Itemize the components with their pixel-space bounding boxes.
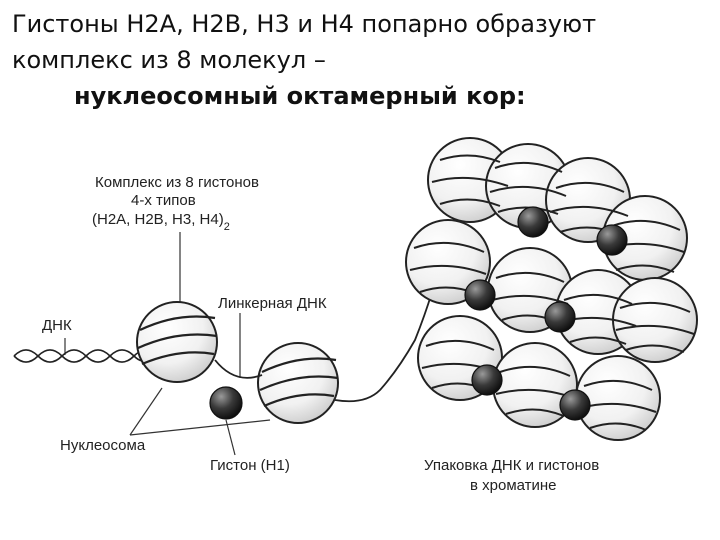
histone-octamer bbox=[257, 342, 339, 424]
leader-nucleosome-1 bbox=[129, 387, 163, 436]
leader-lines bbox=[64, 232, 271, 456]
linker-dna bbox=[214, 291, 433, 403]
leader-histone bbox=[225, 419, 236, 456]
chromatin-h1 bbox=[471, 364, 503, 396]
label-packing-line-1: Упаковка ДНК и гистонов bbox=[424, 457, 599, 474]
chromatin-h1 bbox=[464, 279, 496, 311]
nucleosome-left bbox=[136, 301, 218, 383]
label-complex-line-2: 4-х типов bbox=[131, 192, 196, 209]
dna-wrap bbox=[137, 333, 218, 350]
chromatin-h1 bbox=[517, 206, 549, 238]
leader-nucleosome-2 bbox=[129, 419, 271, 436]
label-nucleosome: Нуклеосома bbox=[60, 437, 146, 454]
chromatin-nucleosome bbox=[612, 277, 698, 363]
nucleosome-middle bbox=[257, 342, 339, 424]
chromatin-nucleosomes bbox=[405, 137, 698, 441]
label-linker-dna: Линкерная ДНК bbox=[218, 295, 327, 312]
label-packing-line-2: в хроматине bbox=[470, 477, 557, 494]
dna-helix bbox=[13, 349, 149, 363]
chromatin-h1 bbox=[559, 389, 591, 421]
chromatin-h1 bbox=[596, 224, 628, 256]
slide-heading: Гистоны H2A, H2B, H3 и H4 попарно образу… bbox=[12, 6, 712, 114]
chromatin-cluster bbox=[405, 137, 698, 441]
heading-line-2: комплекс из 8 молекул – bbox=[12, 46, 326, 74]
dna-strand-b bbox=[13, 349, 149, 363]
chromatin-h1-histones bbox=[464, 206, 628, 421]
dna-wrap bbox=[139, 315, 216, 331]
chromatin-nucleosome bbox=[405, 219, 491, 305]
dna-wrap bbox=[259, 375, 339, 392]
label-complex-subscript: 2 bbox=[224, 221, 230, 233]
heading-line-3: нуклеосомный октамерный кор: bbox=[74, 82, 526, 110]
linker-segment bbox=[334, 291, 433, 403]
histone-octamer bbox=[136, 301, 218, 383]
label-histone-h1: Гистон (H1) bbox=[210, 457, 290, 474]
linker-segment bbox=[214, 359, 263, 379]
label-complex-formula: (H2A, H2B, H3, H4) bbox=[92, 211, 224, 228]
chromatin-h1 bbox=[544, 301, 576, 333]
dna-wrap bbox=[261, 357, 337, 373]
label-dna: ДНК bbox=[42, 317, 72, 334]
heading-line-1: Гистоны H2A, H2B, H3 и H4 попарно образу… bbox=[12, 10, 597, 38]
dna-wrap bbox=[263, 393, 335, 408]
label-complex-line-3: (H2A, H2B, H3, H4)2 bbox=[92, 211, 230, 233]
label-complex-line-1: Комплекс из 8 гистонов bbox=[95, 174, 259, 191]
dna-wrap bbox=[141, 351, 215, 366]
histone-h1-ball bbox=[209, 386, 243, 420]
